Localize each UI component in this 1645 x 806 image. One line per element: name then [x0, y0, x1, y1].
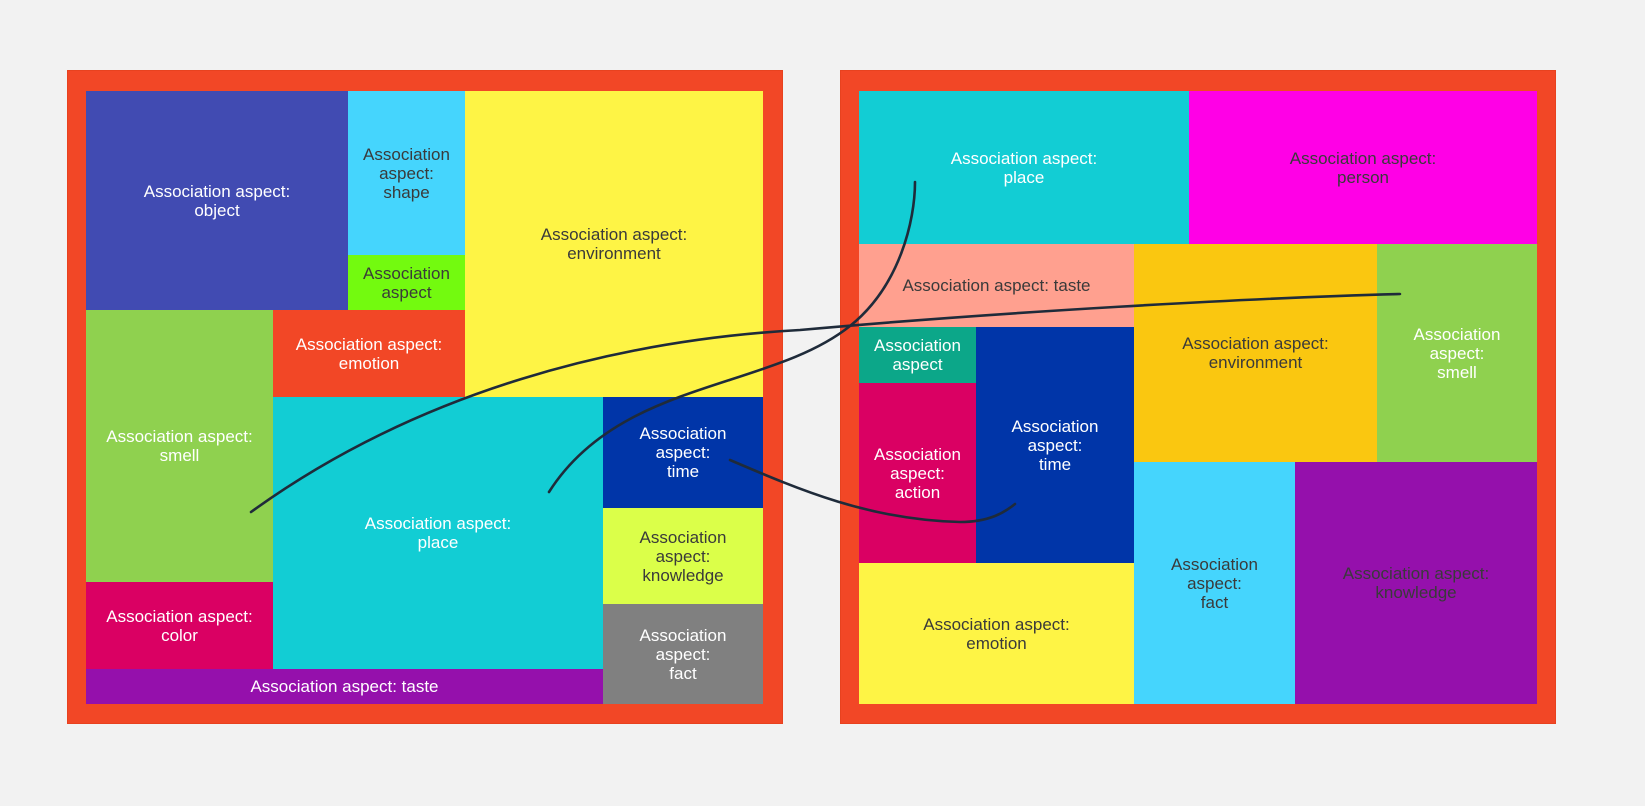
left-tile-time[interactable]: Association aspect: time — [603, 397, 763, 508]
left-tile-place[interactable]: Association aspect: place — [273, 397, 603, 669]
left-tile-fact[interactable]: Association aspect: fact — [603, 604, 763, 704]
left-tile-knowledge[interactable]: Association aspect: knowledge — [603, 508, 763, 604]
right-tile-fact[interactable]: Association aspect: fact — [1134, 462, 1295, 704]
right-tile-environment[interactable]: Association aspect: environment — [1134, 244, 1377, 462]
right-tile-aspect[interactable]: Association aspect — [859, 327, 976, 383]
left-tile-color[interactable]: Association aspect: color — [86, 582, 273, 669]
right-tile-time[interactable]: Association aspect: time — [976, 327, 1134, 563]
left-tile-shape[interactable]: Association aspect: shape — [348, 91, 465, 255]
left-tile-object[interactable]: Association aspect: object — [86, 91, 348, 310]
left-tile-emotion[interactable]: Association aspect: emotion — [273, 310, 465, 397]
right-tile-knowledge[interactable]: Association aspect: knowledge — [1295, 462, 1537, 704]
right-tile-person[interactable]: Association aspect: person — [1189, 91, 1537, 244]
right-tile-place[interactable]: Association aspect: place — [859, 91, 1189, 244]
left-tile-aspect[interactable]: Association aspect — [348, 255, 465, 310]
right-tile-emotion[interactable]: Association aspect: emotion — [859, 563, 1134, 704]
left-tile-taste[interactable]: Association aspect: taste — [86, 669, 603, 704]
left-tile-smell[interactable]: Association aspect: smell — [86, 310, 273, 582]
right-tile-smell[interactable]: Association aspect: smell — [1377, 244, 1537, 462]
right-tile-action[interactable]: Association aspect: action — [859, 383, 976, 563]
right-tile-taste[interactable]: Association aspect: taste — [859, 244, 1134, 327]
left-tile-environment[interactable]: Association aspect: environment — [465, 91, 763, 397]
